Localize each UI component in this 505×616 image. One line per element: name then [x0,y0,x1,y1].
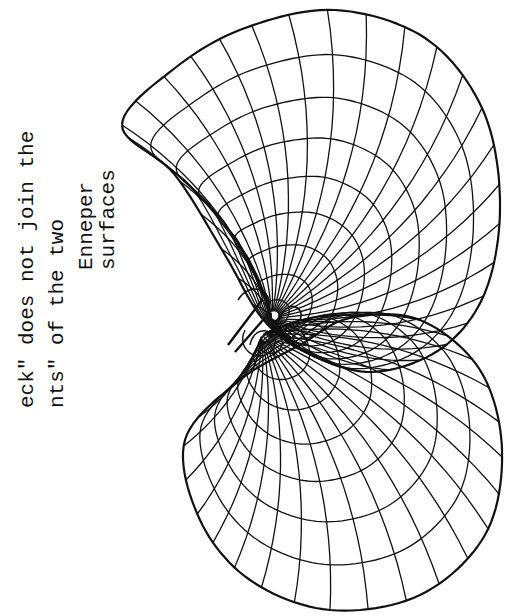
surface-spoke [197,340,261,515]
surface-spoke [278,47,437,313]
surface-spoke [276,10,334,312]
surface-spoke [265,341,330,610]
surface-spoke [268,338,488,529]
surface-ring [199,138,420,359]
surface-spoke [268,339,439,583]
figure-note: nts" of the two [47,219,69,408]
surface-spoke [136,101,271,312]
surface-spoke [268,337,499,494]
surface-spoke [221,249,271,316]
surface-spoke [268,334,490,388]
surface-spoke [252,26,289,312]
surface-spoke [278,185,499,317]
surface-spoke [265,341,302,602]
surface-spoke [179,181,271,315]
surface-spoke [235,341,269,568]
surface-spoke [277,262,494,319]
surface-spoke [220,39,278,311]
surface-ring [122,10,500,372]
surface-spoke [264,315,361,334]
surface-spoke [268,335,499,422]
figure-note: Enneper surfaces [76,150,120,270]
surface-spoke [268,336,502,457]
surface-ring [200,313,470,565]
surface-ring [183,314,502,610]
figure-note: eck" does not join the [17,131,39,408]
surface-spoke [266,341,368,610]
neck-fold [238,289,301,331]
surface-spoke [275,15,308,312]
surface-spoke [277,14,367,312]
surface-spoke [262,341,281,588]
surface-spoke [278,108,482,315]
surface-spoke [128,137,270,312]
surface-spoke [213,340,263,543]
surface-spoke [191,56,273,311]
surface-spoke [278,145,494,316]
neck-fold [228,300,270,352]
surface-spoke [278,75,463,314]
surface-spoke [184,338,261,446]
surface-spoke [268,339,468,559]
neck-fold [243,330,276,356]
surface-spoke [198,337,261,417]
surface-spoke [277,27,405,313]
